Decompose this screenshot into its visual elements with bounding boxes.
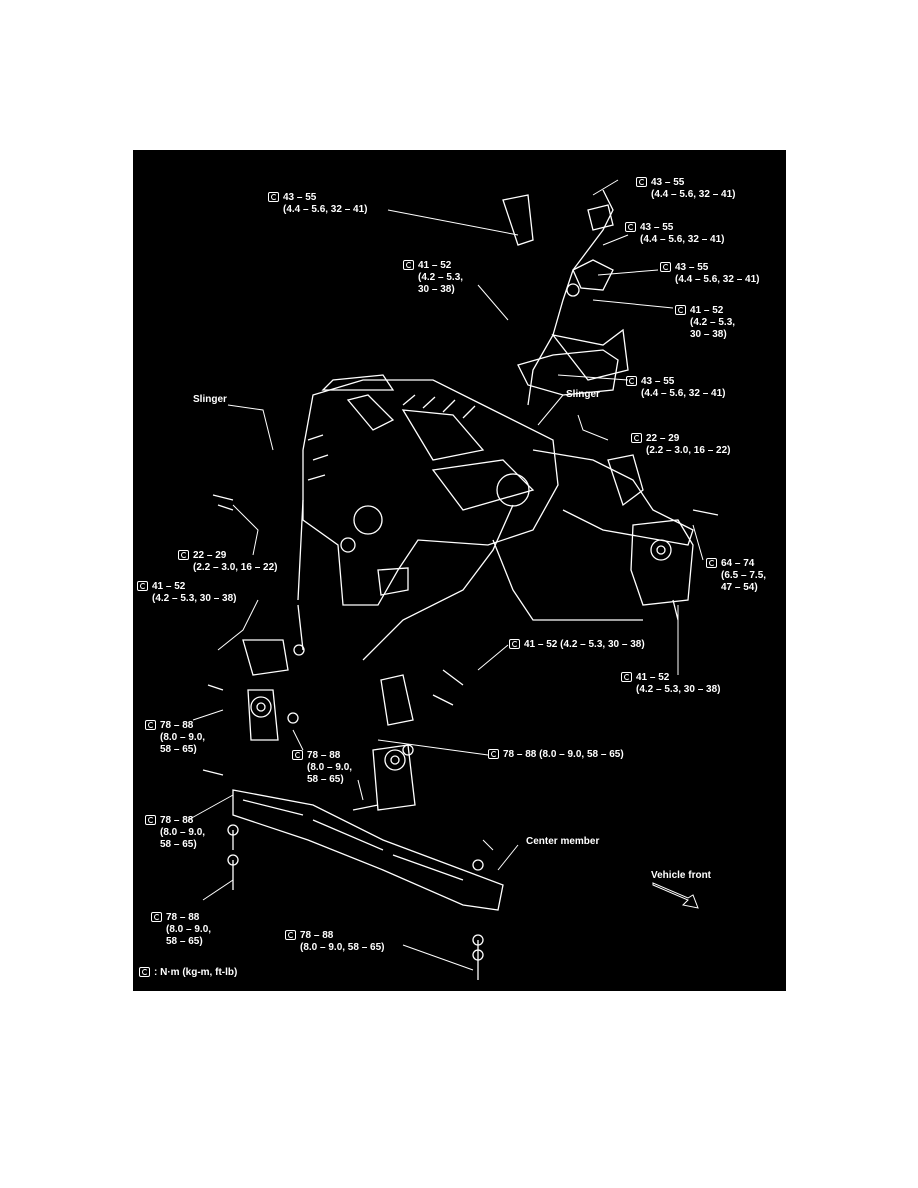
torque-label-t10: 41 – 52(4.2 – 5.3, 30 – 38) (137, 581, 237, 605)
torque-wrench-icon (631, 433, 642, 444)
slinger-right-label: Slinger (566, 389, 600, 400)
vehicle-front-label: Vehicle front (651, 870, 712, 881)
center-member-label: Center member (526, 836, 600, 847)
torque-wrench-icon (660, 262, 671, 273)
torque-wrench-icon (636, 177, 647, 188)
torque-label-t5: 41 – 52(4.2 – 5.3,30 – 38) (403, 260, 463, 296)
torque-label-t4: 43 – 55(4.4 – 5.6, 32 – 41) (660, 262, 760, 286)
torque-label-t14: 78 – 88(8.0 – 9.0,58 – 65) (145, 720, 205, 756)
torque-wrench-icon (145, 815, 156, 826)
torque-label-t9: 22 – 29(2.2 – 3.0, 16 – 22) (178, 550, 278, 574)
torque-label-t13: 41 – 52(4.2 – 5.3, 30 – 38) (621, 672, 721, 696)
torque-wrench-icon (488, 749, 499, 760)
torque-label-t6: 41 – 52(4.2 – 5.3,30 – 38) (675, 305, 735, 341)
torque-label-t17: 78 – 88(8.0 – 9.0,58 – 65) (145, 815, 205, 851)
torque-label-t11: 64 – 74(6.5 – 7.5,47 – 54) (706, 558, 766, 594)
torque-wrench-icon (675, 305, 686, 316)
torque-label-t12: 41 – 52 (4.2 – 5.3, 30 – 38) (509, 639, 645, 651)
torque-label-t15: 78 – 88(8.0 – 9.0,58 – 65) (292, 750, 352, 786)
torque-wrench-icon (292, 750, 303, 761)
torque-wrench-icon (145, 720, 156, 731)
torque-wrench-icon (178, 550, 189, 561)
torque-wrench-icon (151, 912, 162, 923)
torque-label-t2: 43 – 55(4.4 – 5.6, 32 – 41) (268, 192, 368, 216)
slinger-left-label: Slinger (193, 394, 227, 405)
torque-label-t16: 78 – 88 (8.0 – 9.0, 58 – 65) (488, 749, 624, 761)
torque-label-t8: 22 – 29(2.2 – 3.0, 16 – 22) (631, 433, 731, 457)
torque-wrench-icon (268, 192, 279, 203)
torque-wrench-icon (509, 639, 520, 650)
diagram-panel: 43 – 55(4.4 – 5.6, 32 – 41) 43 – 55(4.4 … (133, 150, 786, 991)
engine-mount-drawing (187, 179, 719, 980)
torque-wrench-icon (285, 930, 296, 941)
torque-wrench-icon (137, 581, 148, 592)
torque-wrench-icon (403, 260, 414, 271)
torque-label-t19: 78 – 88(8.0 – 9.0, 58 – 65) (285, 930, 385, 954)
torque-wrench-icon (621, 672, 632, 683)
torque-label-t7: 43 – 55(4.4 – 5.6, 32 – 41) (626, 376, 726, 400)
torque-wrench-icon (626, 376, 637, 387)
torque-label-t3: 43 – 55(4.4 – 5.6, 32 – 41) (625, 222, 725, 246)
torque-wrench-icon (706, 558, 717, 569)
torque-wrench-icon (625, 222, 636, 233)
torque-label-t18: 78 – 88(8.0 – 9.0,58 – 65) (151, 912, 211, 948)
torque-label-t1: 43 – 55(4.4 – 5.6, 32 – 41) (636, 177, 736, 201)
torque-wrench-icon (139, 967, 150, 978)
legend-units: : N·m (kg-m, ft-lb) (139, 967, 237, 979)
